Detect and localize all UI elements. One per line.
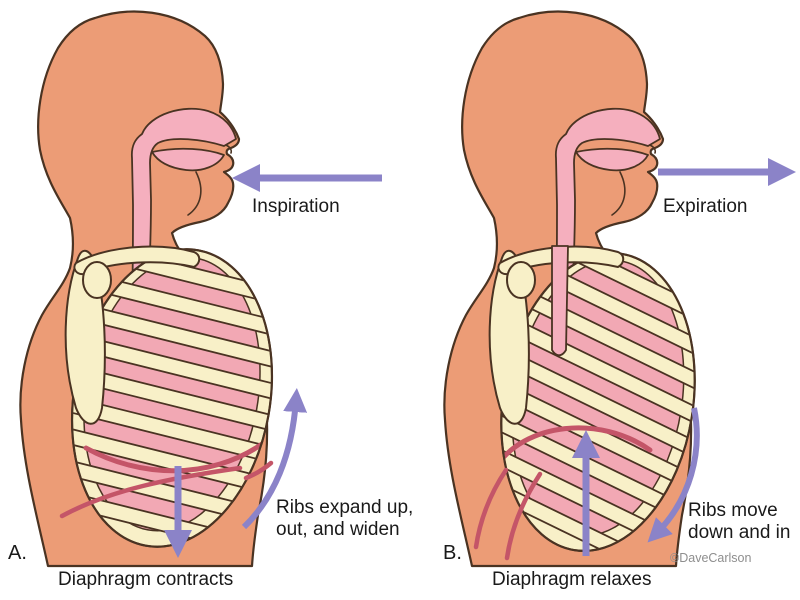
diaphragm-contracts-caption: Diaphragm contracts	[58, 569, 234, 590]
panel-b-letter: B.	[443, 542, 462, 564]
panel-a-figure	[19, 10, 294, 568]
rib-tip-red-a	[243, 460, 274, 481]
ribs-move-note: Ribs move down and in	[688, 500, 791, 544]
panel-b-figure	[443, 10, 715, 568]
expiration-label: Expiration	[663, 196, 748, 217]
ribs-expand-arrow-icon	[241, 388, 308, 530]
flow-arrows	[164, 158, 796, 558]
panel-a-letter: A.	[8, 542, 27, 564]
trachea-overlay-b	[551, 245, 569, 357]
ribs-move-arrow-icon	[647, 407, 700, 543]
credit-label: ©DaveCarlson	[670, 551, 752, 565]
inspiration-label: Inspiration	[252, 196, 340, 217]
lower-rib-red-b2	[504, 471, 543, 561]
ribs-expand-note: Ribs expand up, out, and widen	[276, 497, 414, 541]
lower-rib-red-b1	[473, 467, 509, 550]
lower-rib-red-a	[59, 465, 243, 519]
diaphragm-relaxes-caption: Diaphragm relaxes	[492, 569, 652, 590]
diaphragm-b	[492, 425, 653, 471]
